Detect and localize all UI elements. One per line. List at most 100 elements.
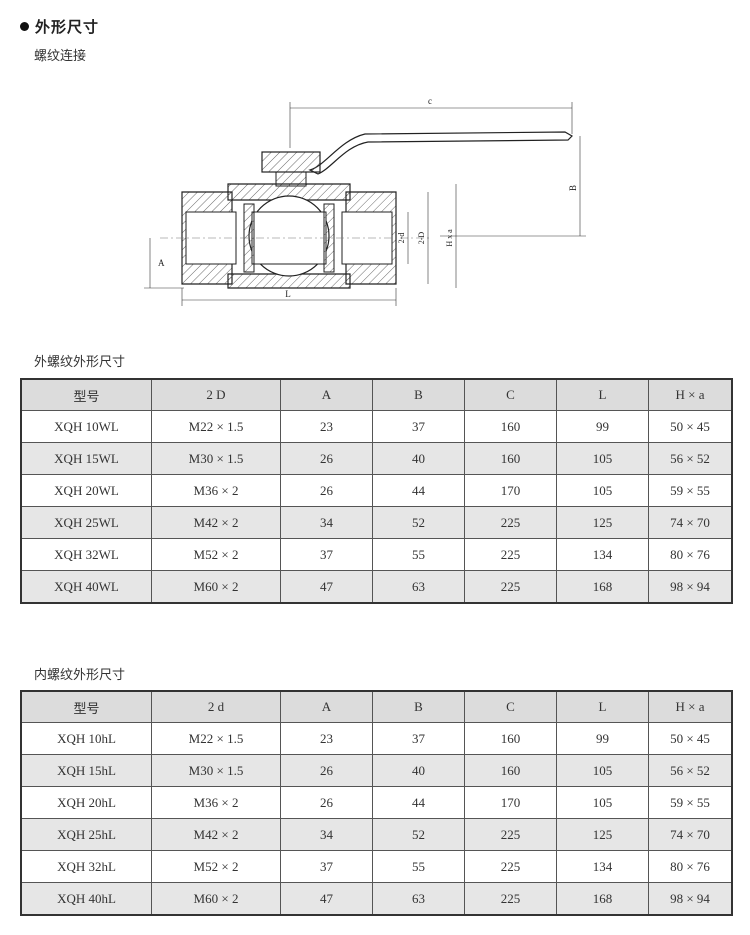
cell-l: 99 [556, 722, 649, 755]
cell-thread: M60 × 2 [151, 570, 281, 604]
table-row: XQH 10WL M22 × 1.5 23 37 160 99 50 × 45 [20, 410, 733, 443]
cell-thread: M42 × 2 [151, 818, 281, 851]
header-model: 型号 [20, 378, 152, 411]
cell-l: 134 [556, 538, 649, 571]
header-model: 型号 [20, 690, 152, 723]
cell-c: 160 [464, 442, 557, 475]
header-c: C [464, 378, 557, 411]
cell-l: 168 [556, 570, 649, 604]
cell-b: 52 [372, 506, 465, 539]
header-l: L [556, 378, 649, 411]
cell-a: 34 [280, 506, 373, 539]
right-bore [341, 211, 393, 265]
cell-a: 47 [280, 570, 373, 604]
cell-model: XQH 10WL [20, 410, 152, 443]
cell-a: 23 [280, 722, 373, 755]
dim-label-hxa: H x a [445, 229, 454, 247]
cell-a: 23 [280, 410, 373, 443]
header-c: C [464, 690, 557, 723]
cell-a: 26 [280, 786, 373, 819]
cell-thread: M52 × 2 [151, 538, 281, 571]
cell-b: 37 [372, 410, 465, 443]
cell-hxa: 59 × 55 [648, 786, 733, 819]
section-heading-text: 外形尺寸 [35, 18, 100, 36]
cell-a: 34 [280, 818, 373, 851]
cell-hxa: 59 × 55 [648, 474, 733, 507]
table-row: XQH 10hL M22 × 1.5 23 37 160 99 50 × 45 [20, 722, 733, 755]
cell-c: 160 [464, 754, 557, 787]
cell-model: XQH 32WL [20, 538, 152, 571]
cell-b: 63 [372, 570, 465, 604]
cell-model: XQH 25WL [20, 506, 152, 539]
cell-l: 99 [556, 410, 649, 443]
table-header-row: 型号 2 d A B C L H × a [20, 690, 733, 723]
table-row: XQH 25WL M42 × 2 34 52 225 125 74 × 70 [20, 506, 733, 539]
cell-l: 134 [556, 850, 649, 883]
cell-c: 170 [464, 474, 557, 507]
cell-l: 105 [556, 442, 649, 475]
internal-thread-table: 型号 2 d A B C L H × a XQH 10hL M22 × 1.5 … [20, 690, 733, 916]
cell-c: 225 [464, 570, 557, 604]
cell-b: 44 [372, 474, 465, 507]
table-row: XQH 20WL M36 × 2 26 44 170 105 59 × 55 [20, 474, 733, 507]
dim-label-2d-large: 2-D [417, 232, 426, 245]
bullet-dot-icon [20, 22, 29, 31]
section-subheading: 螺纹连接 [34, 49, 87, 64]
header-b: B [372, 690, 465, 723]
table-row: XQH 32WL M52 × 2 37 55 225 134 80 × 76 [20, 538, 733, 571]
cell-model: XQH 32hL [20, 850, 152, 883]
cell-hxa: 98 × 94 [648, 882, 733, 916]
cell-thread: M22 × 1.5 [151, 722, 281, 755]
cell-b: 37 [372, 722, 465, 755]
cell-b: 52 [372, 818, 465, 851]
header-hxa: H × a [648, 690, 733, 723]
external-thread-table: 型号 2 D A B C L H × a XQH 10WL M22 × 1.5 … [20, 378, 733, 604]
cell-c: 160 [464, 410, 557, 443]
cell-a: 37 [280, 538, 373, 571]
table-row: XQH 25hL M42 × 2 34 52 225 125 74 × 70 [20, 818, 733, 851]
stem-cap [261, 151, 321, 173]
header-a: A [280, 690, 373, 723]
valve-dimension-drawing: c B A L 2-d 2-D H x a [144, 96, 586, 306]
table-1-caption: 外螺纹外形尺寸 [34, 355, 126, 370]
cell-thread: M60 × 2 [151, 882, 281, 916]
cell-model: XQH 15hL [20, 754, 152, 787]
cell-hxa: 80 × 76 [648, 850, 733, 883]
cell-hxa: 56 × 52 [648, 442, 733, 475]
cell-hxa: 80 × 76 [648, 538, 733, 571]
cell-model: XQH 20WL [20, 474, 152, 507]
table-row: XQH 40hL M60 × 2 47 63 225 168 98 × 94 [20, 882, 733, 916]
cell-a: 47 [280, 882, 373, 916]
cell-b: 63 [372, 882, 465, 916]
dim-label-a: A [158, 258, 165, 268]
cell-thread: M36 × 2 [151, 474, 281, 507]
dim-label-c: c [428, 96, 432, 106]
cell-c: 160 [464, 722, 557, 755]
cell-a: 26 [280, 754, 373, 787]
cell-thread: M30 × 1.5 [151, 754, 281, 787]
cell-l: 105 [556, 474, 649, 507]
dim-label-b: B [568, 185, 578, 191]
cell-c: 225 [464, 850, 557, 883]
cell-c: 225 [464, 538, 557, 571]
body-bottom [227, 273, 351, 289]
cell-l: 125 [556, 818, 649, 851]
cell-model: XQH 10hL [20, 722, 152, 755]
cell-l: 125 [556, 506, 649, 539]
table-2-caption: 内螺纹外形尺寸 [34, 668, 126, 683]
cell-hxa: 98 × 94 [648, 570, 733, 604]
cell-a: 26 [280, 474, 373, 507]
header-l: L [556, 690, 649, 723]
cell-model: XQH 20hL [20, 786, 152, 819]
section-heading: 外形尺寸 [20, 16, 99, 37]
cell-b: 55 [372, 538, 465, 571]
table-row: XQH 32hL M52 × 2 37 55 225 134 80 × 76 [20, 850, 733, 883]
dim-label-l: L [285, 289, 291, 299]
cell-a: 37 [280, 850, 373, 883]
cell-hxa: 50 × 45 [648, 722, 733, 755]
header-hxa: H × a [648, 378, 733, 411]
table-row: XQH 40WL M60 × 2 47 63 225 168 98 × 94 [20, 570, 733, 604]
table-header-row: 型号 2 D A B C L H × a [20, 378, 733, 411]
table-row: XQH 20hL M36 × 2 26 44 170 105 59 × 55 [20, 786, 733, 819]
dim-label-2d-small: 2-d [397, 233, 406, 244]
